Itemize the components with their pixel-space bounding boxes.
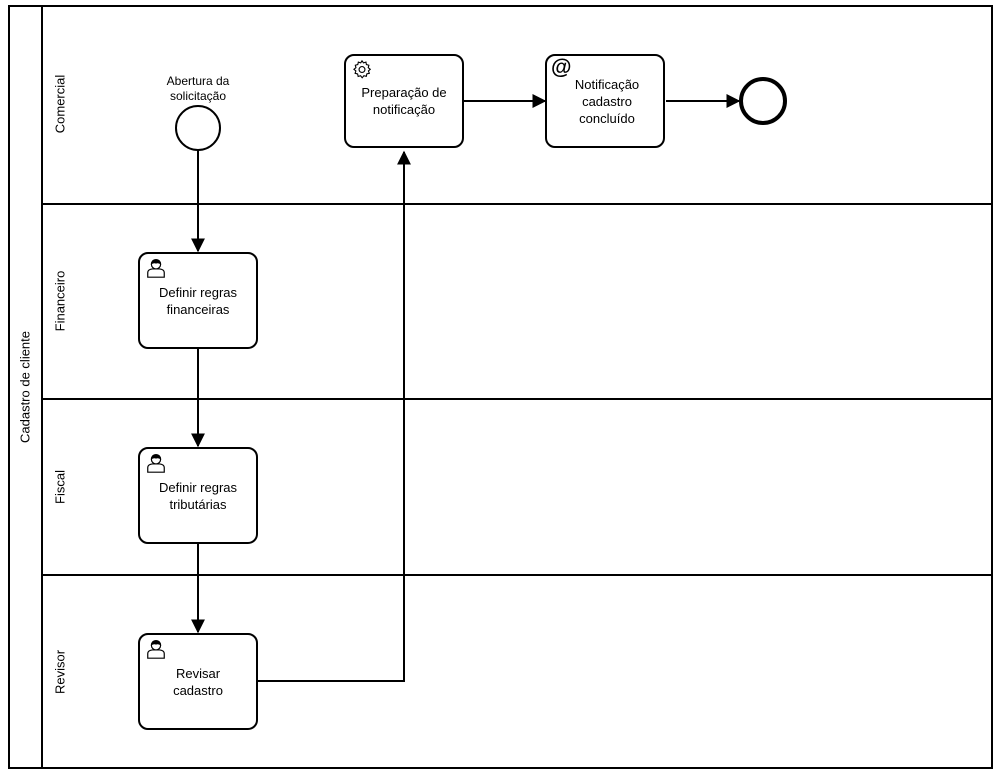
gear-icon: [353, 59, 372, 79]
task-label: Notificação cadastro concluído: [574, 76, 640, 126]
task-definir-regras-financeiras[interactable]: Definir regras financeiras: [138, 252, 258, 349]
at-icon: @: [551, 56, 572, 79]
flow-revisar-to-preparacao: [258, 150, 411, 682]
task-label: Preparação de notificação: [361, 85, 447, 117]
pool: [8, 5, 993, 769]
task-revisar-cadastro[interactable]: Revisar cadastro: [138, 633, 258, 730]
task-label: Definir regras tributárias: [158, 479, 238, 512]
task-notificacao-cadastro[interactable]: @ Notificação cadastro concluído: [545, 54, 665, 148]
task-definir-regras-tributarias[interactable]: Definir regras tributárias: [138, 447, 258, 544]
lane-divider: [42, 203, 993, 205]
task-label: Revisar cadastro: [173, 665, 223, 698]
task-label: Definir regras financeiras: [158, 284, 238, 317]
start-event-label: Abertura da solicitação: [166, 74, 230, 103]
pool-header: [8, 5, 43, 769]
lane-divider: [42, 574, 993, 576]
user-icon: [147, 454, 165, 473]
user-icon: [147, 640, 165, 659]
start-event: [175, 105, 221, 151]
user-icon: [147, 259, 165, 278]
task-preparacao-notificacao[interactable]: Preparação de notificação: [344, 54, 464, 148]
end-event: [739, 77, 787, 125]
lane-divider: [42, 398, 993, 400]
